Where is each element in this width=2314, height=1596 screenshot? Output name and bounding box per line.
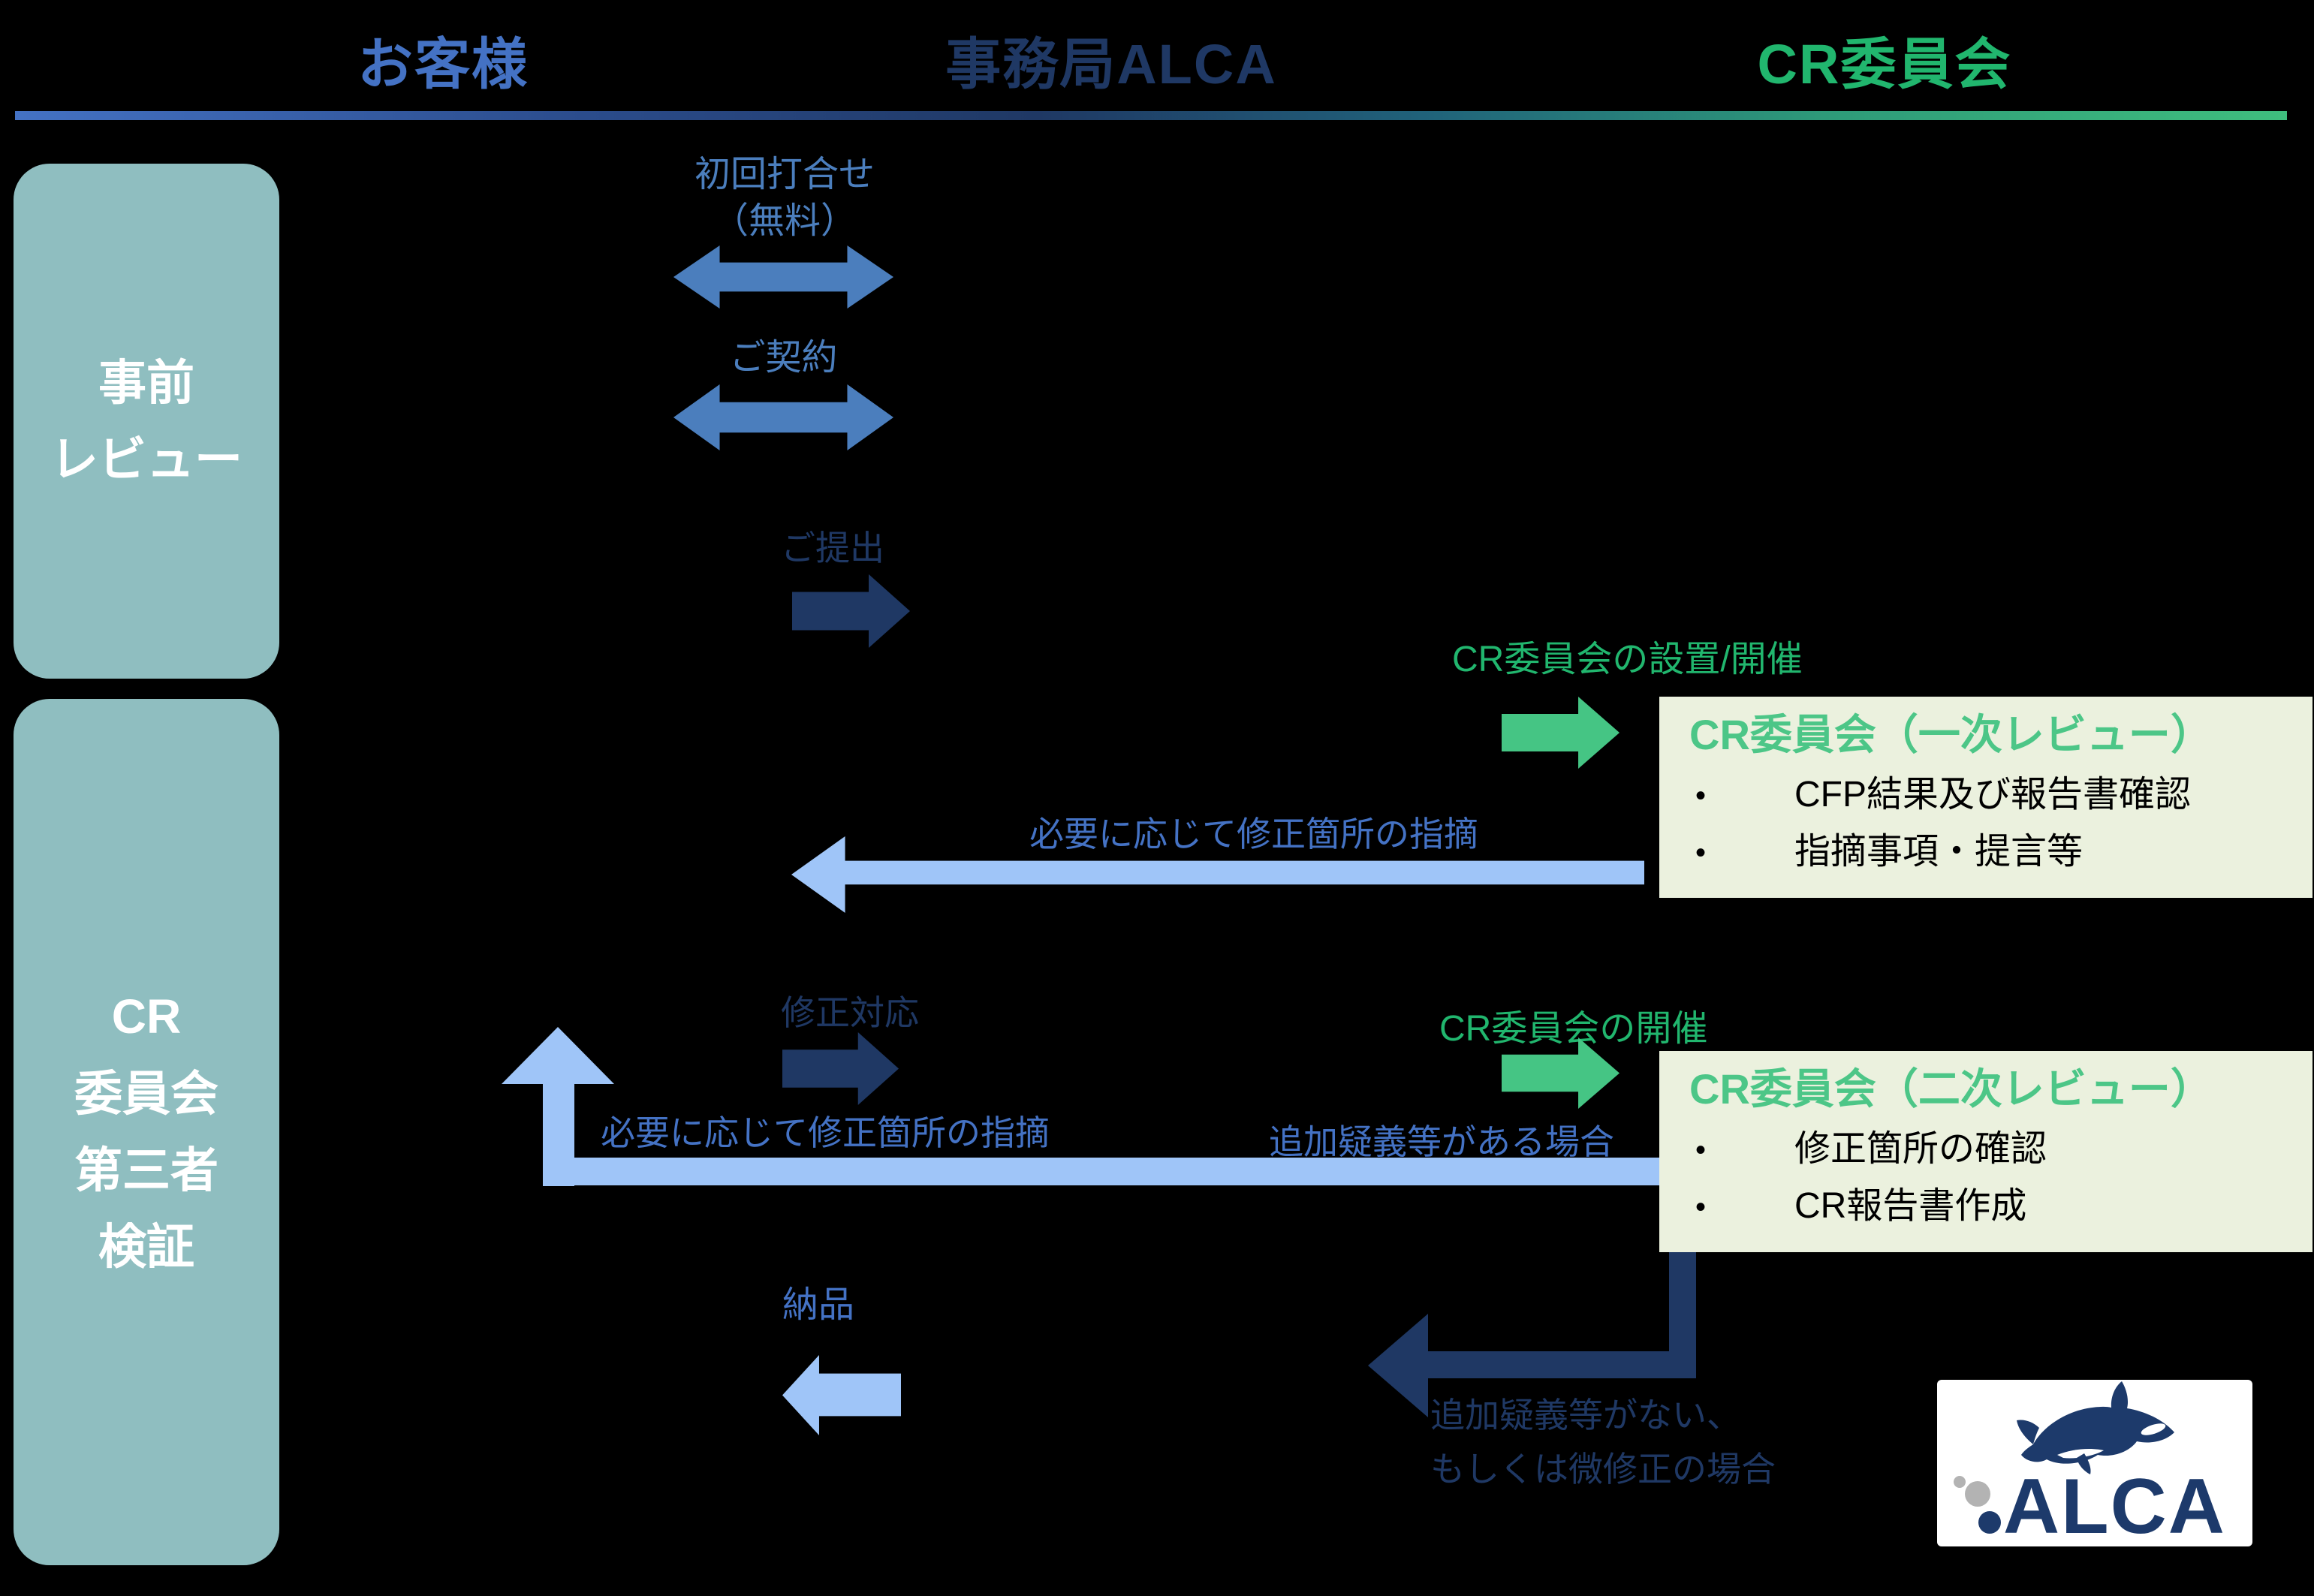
- additional-queries-label: 追加疑義等がある場合: [1269, 1122, 1614, 1161]
- first-review-bullet-1: • CFP結果及び報告書確認: [1689, 773, 2297, 818]
- elbow-up-arrow-horizontal-shaft: [543, 1158, 1659, 1185]
- double-arrow-contract-icon: [673, 384, 893, 450]
- phase-box-preliminary-review: 事前 レビュー: [14, 164, 279, 679]
- right-arrow-fix-response-icon: [782, 1032, 899, 1105]
- bullet-dot-icon: •: [1695, 836, 1707, 869]
- second-review-title: CR委員会（二次レビュー）: [1689, 1065, 2213, 1113]
- right-arrow-submission-icon: [792, 574, 910, 648]
- left-arrow-delivery-icon: [782, 1355, 901, 1435]
- first-review-title: CR委員会（一次レビュー）: [1689, 711, 2213, 758]
- no-queries-label-line2: もしくは微修正の場合: [1430, 1450, 1776, 1489]
- bullet-dot-icon: •: [1695, 779, 1707, 812]
- correction-note2-label: 必要に応じて修正箇所の指摘: [601, 1113, 1050, 1152]
- alca-logo-text: ALCA: [2003, 1463, 2226, 1546]
- phase2-label-line3: 第三者: [74, 1143, 218, 1197]
- second-review-bullet-2: • CR報告書作成: [1689, 1185, 2297, 1230]
- fix-response-label: 修正対応: [781, 993, 919, 1032]
- elbow-left-arrow-horizontal-shaft: [1427, 1351, 1696, 1378]
- second-review-bullet-1: • 修正箇所の確認: [1689, 1128, 2297, 1173]
- phase1-label-line1: 事前: [98, 355, 194, 410]
- first-review-bullet-1-text: CFP結果及び報告書確認: [1794, 775, 2192, 815]
- phase2-label-line1: CR: [111, 989, 182, 1044]
- committee-setup-label: CR委員会の設置/開催: [1452, 640, 1803, 679]
- second-review-bullet-2-text: CR報告書作成: [1794, 1186, 2027, 1226]
- column-header-cr-committee: CR委員会: [1757, 33, 2012, 95]
- phase2-label-line4: 検証: [98, 1220, 194, 1275]
- alca-logo: ALCA: [1937, 1380, 2252, 1546]
- column-header-secretariat-alca: 事務局ALCA: [945, 33, 1277, 95]
- elbow-left-arrowhead-icon: [1368, 1314, 1428, 1417]
- alca-logo-graphic: ALCA: [1954, 1381, 2226, 1546]
- phase1-label-line2: レビュー: [50, 432, 243, 486]
- contract-label: ご契約: [729, 338, 838, 378]
- no-queries-label-line1: 追加疑義等がない、: [1430, 1396, 1741, 1435]
- submission-label: ご提出: [781, 528, 884, 568]
- bullet-dot-icon: •: [1695, 1191, 1707, 1224]
- first-review-bullet-2-text: 指摘事項・提言等: [1794, 832, 2084, 872]
- phase2-label-line2: 委員会: [74, 1066, 218, 1121]
- first-meeting-line2: （無料）: [712, 201, 857, 242]
- right-arrow-committee-setup-icon: [1502, 697, 1619, 769]
- second-review-bullet-1-text: 修正箇所の確認: [1794, 1129, 2047, 1169]
- bullet-dot-icon: •: [1695, 1134, 1707, 1167]
- delivery-label: 納品: [782, 1285, 855, 1325]
- first-meeting-line1: 初回打合せ: [694, 155, 875, 194]
- first-meeting-label: 初回打合せ （無料）: [646, 152, 923, 245]
- phase-box-cr-committee-third-party-verification: CR 委員会 第三者 検証: [14, 699, 279, 1565]
- review-box-first-review: CR委員会（一次レビュー） • CFP結果及び報告書確認 • 指摘事項・提言等: [1659, 697, 2312, 898]
- review-box-second-review: CR委員会（二次レビュー） • 修正箇所の確認 • CR報告書作成: [1659, 1051, 2312, 1252]
- correction-note1-label: 必要に応じて修正箇所の指摘: [1029, 815, 1478, 854]
- logo-dots-icon: [1954, 1476, 2001, 1534]
- committee-hold-label: CR委員会の開催: [1439, 1009, 1708, 1049]
- header-gradient-rule: [15, 111, 2287, 120]
- orca-icon: [2017, 1381, 2174, 1474]
- first-review-bullet-2: • 指摘事項・提言等: [1689, 830, 2297, 875]
- double-arrow-first-meeting-icon: [673, 245, 893, 309]
- column-header-customer: お客様: [357, 33, 529, 95]
- elbow-up-arrowhead-icon: [502, 1027, 614, 1084]
